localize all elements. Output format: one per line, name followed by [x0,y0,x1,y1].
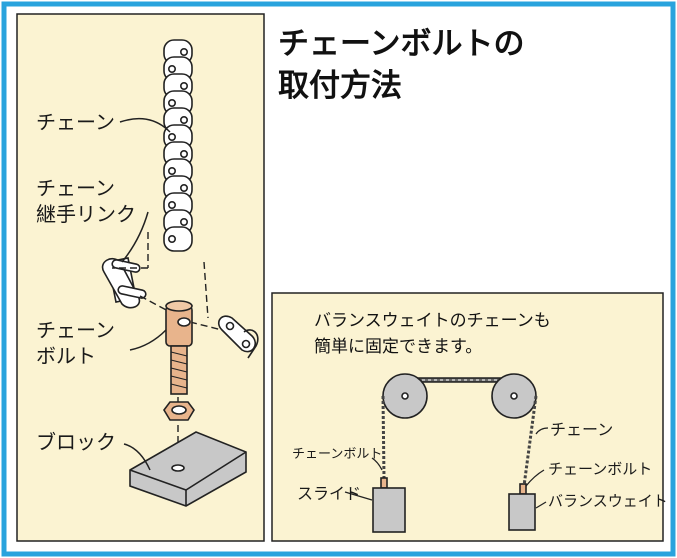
chain-pin [180,47,189,56]
bolt-leader [129,329,167,351]
chain-pin [168,235,177,244]
title-line-1: チェーンボルトの [278,26,525,62]
title-line-2: 取付方法 [278,67,402,104]
balance-weight-label: バランスウェイト [548,492,668,510]
right-chain-bolt-label: チェーンボルト [548,460,653,478]
chain-pin [180,218,189,227]
left-small-bolt [380,477,388,489]
chain-bolt-label-2: ボルト [36,344,96,368]
chain-pin [180,116,189,125]
pulley-system [372,373,538,533]
connecting-link-label-2: 継手リンク [36,202,136,226]
chain-pin [168,201,177,210]
caption-line-2: 簡単に固定できます。 [314,337,483,358]
chain-pin [180,184,189,193]
caption-line-1: バランスウェイトのチェーンも [314,311,551,331]
right-chain-label: チェーン [550,420,614,439]
block [129,431,247,507]
block-label: ブロック [36,430,116,454]
left-chain [381,395,386,479]
weight-box [508,493,536,531]
chain-pin [168,99,177,108]
right-small-bolt [519,483,527,495]
right-chain [522,395,538,487]
chain-illustration [163,39,193,252]
connecting-link [101,257,147,309]
connecting-link-label-1: チェーン [36,176,115,200]
slide-label: スライド [297,484,362,503]
page-title: チェーンボルトの 取付方法 [278,24,524,108]
chain-label: チェーン [36,110,115,134]
slide-box [372,487,406,533]
chain-bolt-label-1: チェーン [36,318,115,342]
block-leader [123,443,151,471]
chain-bolt [165,300,193,395]
right-leaders [344,427,549,509]
left-chain-bolt-label: チェーンボルト [292,447,383,462]
chain-pin [168,167,177,176]
chain-link [163,226,193,252]
side-link-plate [217,315,259,359]
chain-pin [168,65,177,74]
right-caption: バランスウェイトのチェーンも 簡単に固定できます。 [314,308,551,361]
nut [163,401,195,421]
link-leader [121,211,149,263]
right-panel [271,292,664,542]
chain-pin [180,82,189,91]
chain-pin [180,150,189,159]
chain-pin [168,133,177,142]
chain-leader [119,117,171,133]
